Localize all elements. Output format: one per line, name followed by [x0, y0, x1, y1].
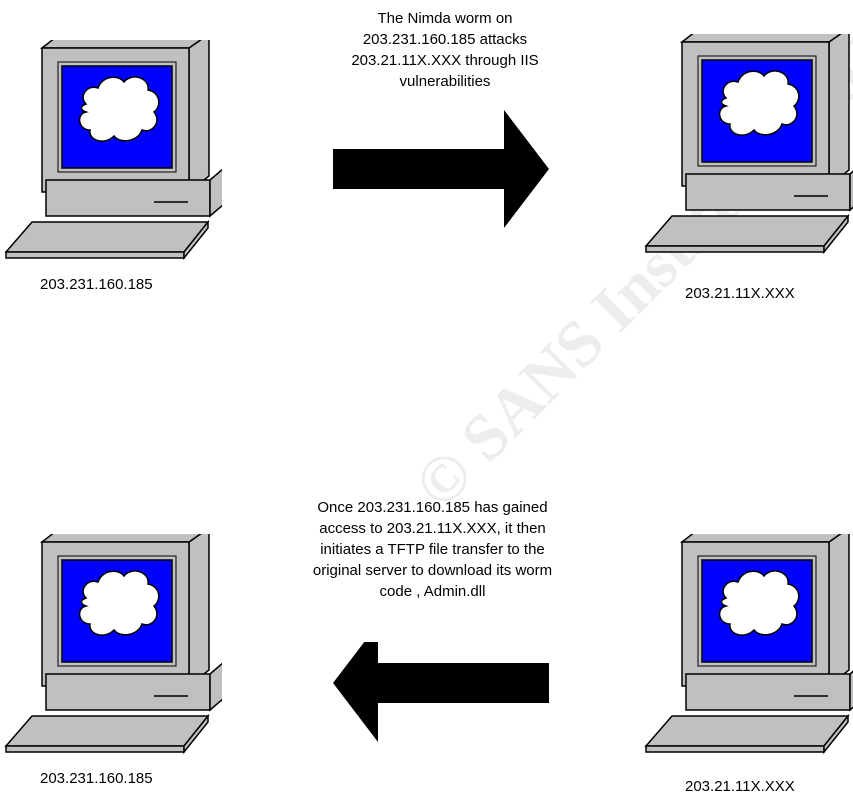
arrow-right-icon: [333, 110, 549, 228]
computer-icon: [5, 40, 222, 259]
source-computer-icon: [2, 534, 222, 764]
attack-caption: The Nimda worm on 203.231.160.185 attack…: [351, 10, 539, 90]
arrow-left-icon: [333, 642, 549, 742]
transfer-caption: Once 203.231.160.185 has gained access t…: [312, 499, 553, 600]
target-ip-label: 203.21.11X.XXX: [685, 285, 795, 302]
computer-icon: [645, 534, 853, 753]
source-ip-label: 203.231.160.185: [40, 276, 153, 293]
source-ip-label: 203.231.160.185: [40, 770, 153, 787]
computer-icon: [5, 534, 222, 753]
source-computer-icon: [2, 40, 222, 270]
target-ip-label: 203.21.11X.XXX: [685, 778, 795, 795]
target-computer-icon: [642, 34, 853, 264]
target-computer-icon: [642, 534, 853, 764]
computer-icon: [645, 34, 853, 253]
